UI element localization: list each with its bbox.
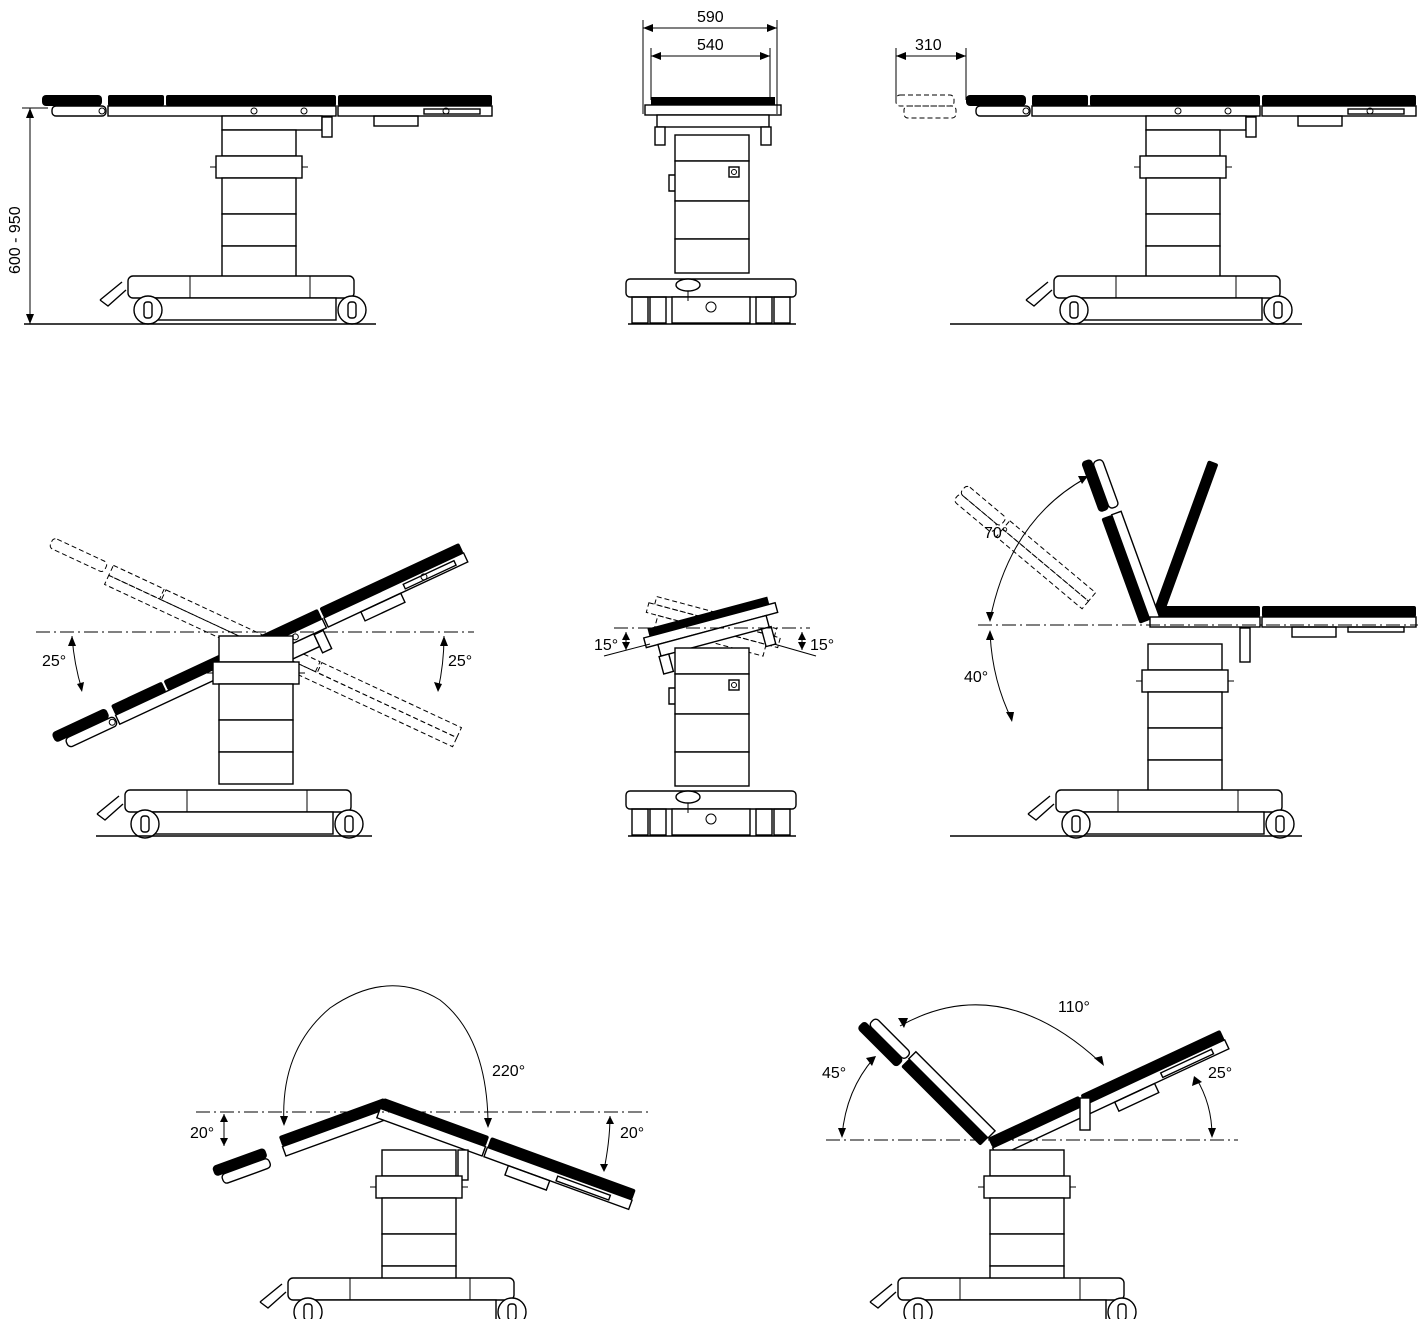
view-flex bbox=[196, 985, 650, 1319]
label-back-down: 40° bbox=[964, 669, 988, 686]
view-slide bbox=[895, 48, 1417, 325]
label-width-inner: 540 bbox=[697, 37, 724, 54]
label-slide-offset: 310 bbox=[915, 37, 942, 54]
label-chair-left: 45° bbox=[822, 1065, 846, 1082]
label-lateral-left: 15° bbox=[594, 637, 618, 654]
view-height bbox=[22, 94, 493, 325]
label-tilt-right: 25° bbox=[448, 653, 472, 670]
view-lateral bbox=[603, 594, 817, 837]
label-flex-arc: 220° bbox=[492, 1063, 525, 1080]
label-chair-right: 25° bbox=[1208, 1065, 1232, 1082]
view-back bbox=[950, 459, 1418, 839]
view-tilt bbox=[36, 538, 478, 839]
label-lateral-right: 15° bbox=[810, 637, 834, 654]
label-chair-arc: 110° bbox=[1058, 999, 1090, 1016]
label-flex-left: 20° bbox=[190, 1125, 214, 1142]
label-tilt-left: 25° bbox=[42, 653, 66, 670]
label-flex-right: 20° bbox=[620, 1125, 644, 1142]
label-back-up: 70° bbox=[984, 525, 1008, 542]
view-chair bbox=[826, 1004, 1238, 1319]
label-height-range: 600 - 950 bbox=[7, 206, 24, 274]
view-width bbox=[625, 20, 797, 325]
label-width-outer: 590 bbox=[697, 9, 724, 26]
